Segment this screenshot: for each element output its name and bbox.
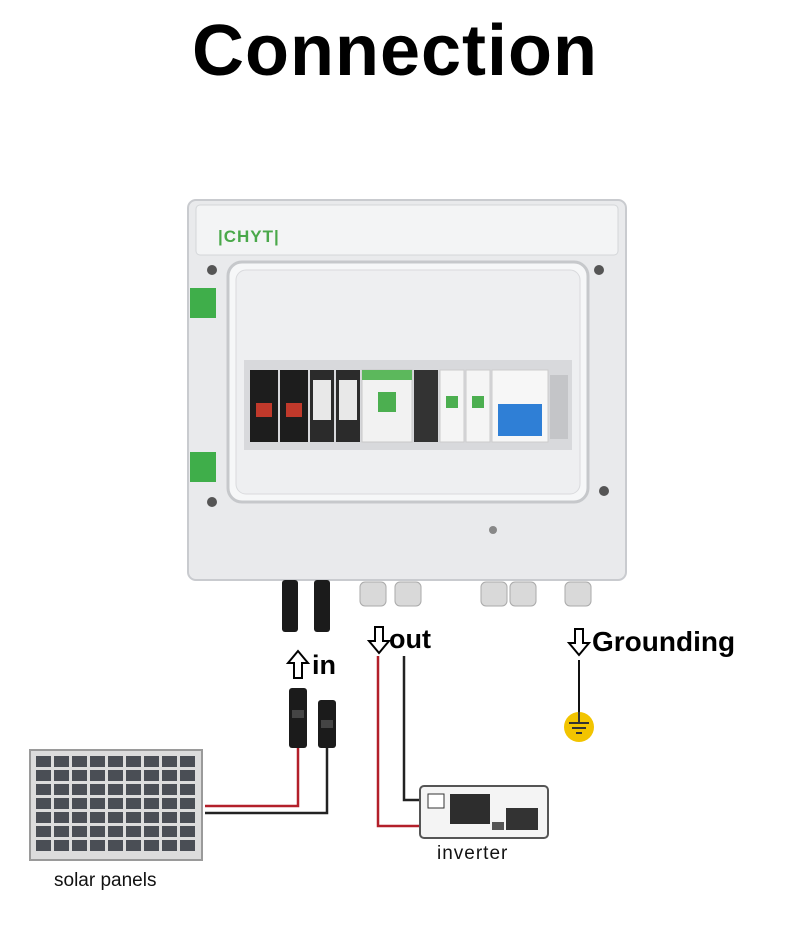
brand-logo: |CHYT| [218,227,280,246]
cable-glands [359,581,592,607]
down-arrow-icon [566,628,592,657]
mc4-connector-icon [314,580,330,632]
wire-black-solar [205,748,329,815]
distribution-box [187,199,627,632]
hinge-top [190,288,216,318]
mc4-connector-icon [282,580,298,632]
label-out: out [389,624,431,654]
hinge-bottom [190,452,216,482]
label-in: in [312,650,336,680]
up-arrow-icon [285,649,311,679]
wire-red-solar [205,748,300,808]
wire-black-inverter [402,656,425,802]
solar-panel-icon [29,749,203,861]
ground-symbol-icon [564,712,594,742]
page-title: Connection [192,11,598,91]
terminal-block [414,370,438,442]
wire-red-inverter [376,656,425,828]
mc4-connector-icon [289,688,336,748]
label-solar-panels: solar panels [54,870,157,891]
label-inverter: inverter [437,843,509,864]
inverter-icon [419,785,549,839]
label-grounding: Grounding [592,626,736,657]
down-arrow-icon [366,626,392,655]
